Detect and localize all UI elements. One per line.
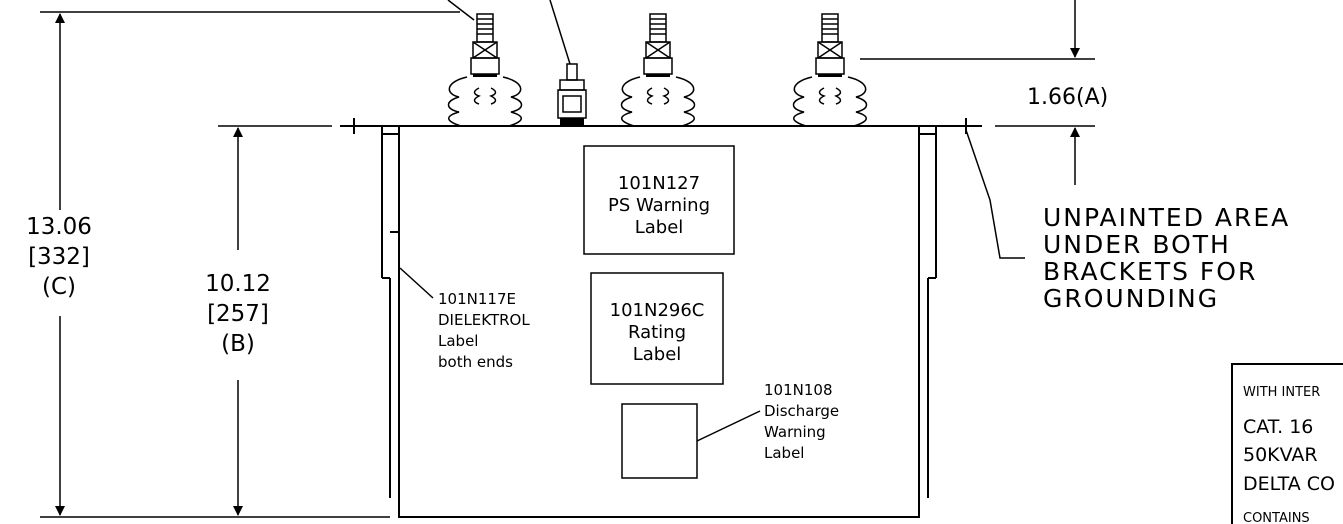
overall-height-tag: (C) [42, 274, 76, 300]
svg-text:DIELEKTROL: DIELEKTROL [438, 311, 530, 329]
overall-height-dimension: 13.06 [332] (C) [26, 11, 460, 518]
bushing-height-dimension: 1.66(A) [860, 0, 1108, 185]
svg-text:DELTA CO: DELTA CO [1243, 473, 1335, 495]
discharge-warning-label: 101N108 Discharge Warning Label [621, 381, 839, 479]
bushing-2 [620, 13, 696, 127]
svg-text:PS Warning: PS Warning [608, 195, 710, 216]
svg-text:WITH INTER: WITH INTER [1243, 385, 1320, 400]
svg-text:101N296C: 101N296C [610, 300, 705, 321]
svg-text:UNPAINTED AREA: UNPAINTED AREA [1043, 203, 1290, 232]
svg-text:Discharge: Discharge [764, 402, 839, 420]
overall-height-metric: [332] [28, 244, 90, 270]
overall-height-value: 13.06 [26, 214, 92, 240]
svg-text:BRACKETS FOR: BRACKETS FOR [1043, 257, 1257, 286]
svg-text:Label: Label [633, 344, 682, 365]
can-height-dimension: 10.12 [257] (B) [205, 125, 332, 516]
svg-text:50KVAR: 50KVAR [1243, 444, 1318, 466]
title-block: WITH INTER CAT. 16 50KVAR DELTA CO CONTA… [1231, 363, 1343, 524]
ps-warning-label: 101N127 PS Warning Label [583, 145, 735, 255]
svg-text:101N117E: 101N117E [438, 290, 516, 308]
svg-text:Warning: Warning [764, 423, 826, 441]
svg-text:GROUNDING: GROUNDING [1043, 284, 1219, 313]
svg-text:CAT. 16: CAT. 16 [1243, 416, 1313, 438]
svg-text:101N127: 101N127 [618, 173, 700, 194]
svg-text:Label: Label [764, 444, 804, 462]
svg-text:UNDER BOTH: UNDER BOTH [1043, 230, 1231, 259]
tank-body [398, 125, 920, 518]
svg-text:Label: Label [635, 217, 684, 238]
svg-text:101N108: 101N108 [764, 381, 832, 399]
capacitor-tank [398, 125, 920, 518]
right-mounting-bracket [919, 118, 982, 498]
can-height-value: 10.12 [205, 271, 271, 297]
unpainted-area-note: UNPAINTED AREA UNDER BOTH BRACKETS FOR G… [965, 129, 1290, 313]
rating-label: 101N296C Rating Label [590, 272, 724, 385]
bushing-3 [792, 13, 868, 127]
pressure-switch [557, 63, 587, 126]
dielektrol-label: 101N117E DIELEKTROL Label both ends [399, 267, 530, 371]
bushing-1 [447, 13, 523, 127]
svg-text:Rating: Rating [628, 322, 686, 343]
bushing-height-value: 1.66(A) [1027, 85, 1108, 110]
svg-text:CONTAINS: CONTAINS [1243, 511, 1310, 524]
svg-text:Label: Label [438, 332, 478, 350]
left-mounting-bracket [340, 118, 399, 498]
top-leaders [447, 0, 571, 65]
svg-text:both ends: both ends [438, 353, 513, 371]
can-height-metric: [257] [207, 301, 269, 327]
can-height-tag: (B) [221, 331, 255, 357]
